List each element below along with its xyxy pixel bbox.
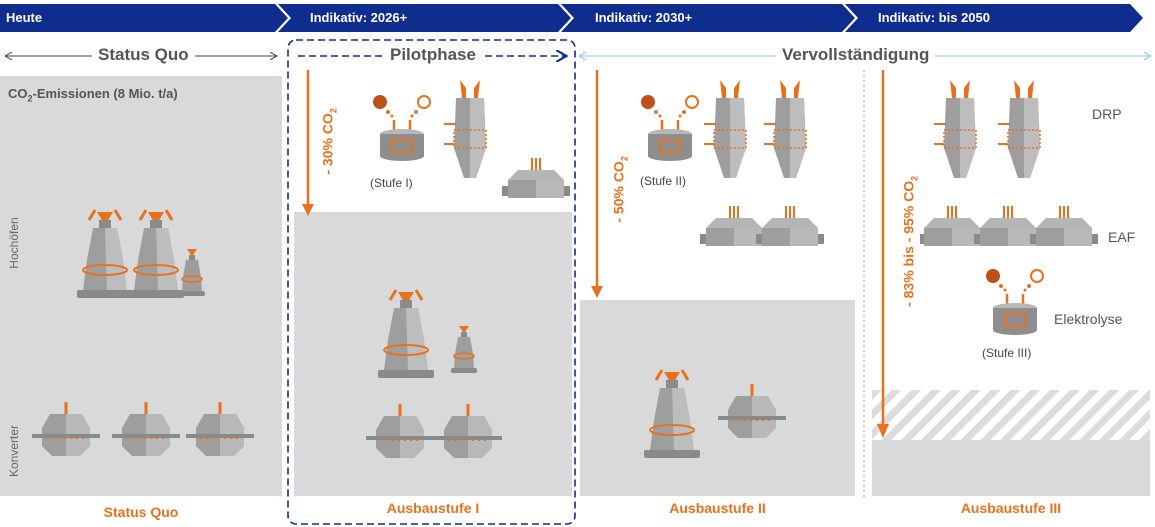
side-label-blast-furnaces: Hochöfen: [7, 217, 21, 269]
footer-stage-2: Ausbaustufe II: [669, 500, 766, 516]
stage-3-electrolysis: [984, 267, 1045, 337]
timeline-label-2050: Indikativ: bis 2050: [878, 10, 990, 25]
stage-3-label: (Stufe III): [982, 346, 1032, 360]
category-electrolysis: Elektrolyse: [1054, 311, 1123, 327]
panel-stage-3: [872, 440, 1150, 496]
separator-line: [863, 70, 865, 500]
reduction-arrow-3: [877, 70, 889, 438]
timeline-label-heute: Heute: [6, 10, 43, 25]
timeline-segment-2030: [561, 4, 855, 32]
reduction-label-1: - 30% CO2: [319, 108, 339, 175]
phase-status-quo: Status Quo: [92, 45, 195, 65]
category-drp: DRP: [1092, 106, 1122, 122]
reduction-label-3: - 83% bis - 95% CO2: [900, 175, 920, 307]
stage-2-equipment: [639, 79, 825, 247]
timeline-label-2026: Indikativ: 2026+: [310, 10, 408, 25]
timeline-segment-2050: [845, 4, 1143, 32]
stage-1-converters: [364, 402, 504, 460]
hatched-area: [872, 390, 1150, 440]
converters-group: [30, 400, 256, 458]
timeline-bar: [0, 4, 1143, 32]
timeline-segment-heute: [0, 4, 288, 32]
timeline-label-2030: Indikativ: 2030+: [595, 10, 693, 25]
panel-stage-2: [580, 300, 855, 496]
stage-1-label: (Stufe I): [370, 176, 413, 190]
stage-1-blast-furnaces: [376, 288, 478, 380]
stage-2-label: (Stufe II): [640, 174, 687, 188]
timeline-segment-2026: [278, 4, 571, 32]
footer-stage-1: Ausbaustufe I: [386, 500, 480, 516]
phase-completion: Vervollständigung: [776, 45, 936, 65]
reduction-arrow-2: [591, 70, 603, 298]
side-label-converters: Konverter: [7, 424, 21, 478]
stage-1-equipment: [371, 79, 570, 199]
footer-stage-3: Ausbaustufe III: [960, 500, 1062, 516]
footer-status-quo: Status Quo: [103, 504, 179, 520]
phase-pilot: Pilotphase: [384, 45, 482, 65]
stage-2-remaining: [642, 368, 788, 460]
blast-furnaces-group: [75, 208, 206, 300]
reduction-arrow-1: [302, 70, 314, 216]
pilot-frame: [287, 39, 576, 525]
stage-3-drp: [933, 79, 1041, 179]
reduction-label-2: - 50% CO2: [610, 156, 630, 223]
emissions-label: CO2-Emissionen (8 Mio. t/a): [8, 86, 178, 104]
category-eaf: EAF: [1108, 229, 1136, 245]
panel-stage-1: [294, 212, 572, 496]
